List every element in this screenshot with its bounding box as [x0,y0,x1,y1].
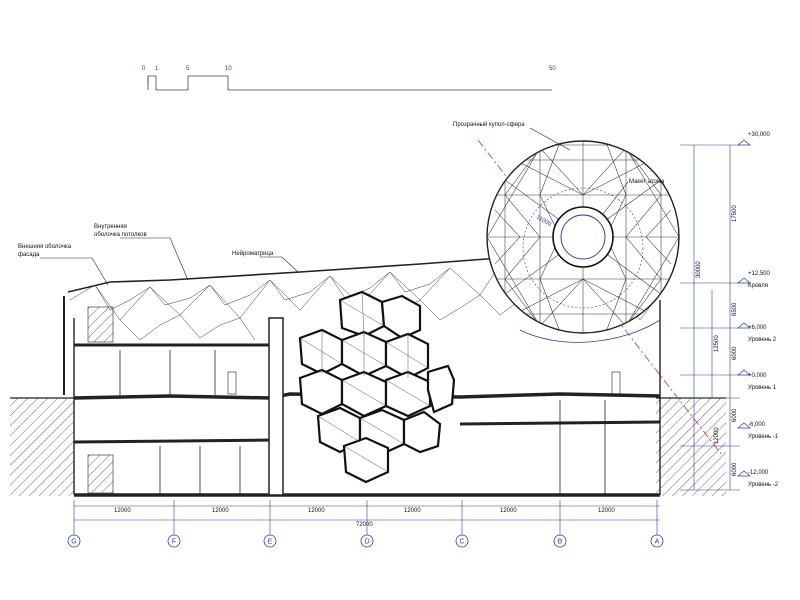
grid-axis-label: A [655,539,660,546]
scale-tick-50: 50 [549,66,556,72]
sphere-dome: 11000 [486,140,680,343]
dim-a: 6500 [732,302,738,316]
bay-dim-2: 12000 [212,508,229,514]
level-value: -6,000 [748,422,766,428]
level-name: Уровень 1 [748,385,777,391]
horizontal-dimensions [73,500,660,535]
dim-mid: 30000 [696,261,702,278]
vertical-dimensions [680,144,740,491]
bay-dim-4: 12000 [404,508,421,514]
dim-top: 17500 [732,205,738,222]
grid-axis-b: B [553,534,567,548]
neuromatrix-cluster [298,290,456,484]
bay-dim-3: 12000 [308,508,325,514]
grid-axis-d: D [360,534,374,548]
grid-axis-a: A [650,534,664,548]
level-name: Уровень 2 [748,337,777,343]
neuromatrix-inner-lines [299,291,431,473]
label-atom-model: Макет атома [629,179,665,185]
level-markers: +30,000 +12,500 Кровля +6,000 Уровень 2 … [737,132,779,488]
scale-tick-5: 5 [186,66,190,72]
vertical-dimension-texts: 17500 30000 6500 12500 6000 6000 12000 6… [696,205,738,476]
grid-axis-label: E [268,539,273,546]
bay-dimension-texts: 12000 12000 12000 12000 12000 12000 7200… [114,508,615,528]
scale-tick-10: 10 [225,66,232,72]
level-marker-0: +30,000 [737,132,771,146]
level-name: Уровень -2 [748,482,779,488]
level-value: +6,000 [748,325,767,331]
label-inner-shell-2: оболочка потолков [94,232,147,238]
building-section [63,254,661,497]
bay-dim-6: 12000 [598,508,615,514]
level-value: -12,000 [748,470,769,476]
label-inner-shell: Внутренняя [94,224,127,230]
scale-tick-0: 0 [142,66,146,72]
dim-d: 6000 [732,408,738,422]
grid-axis-label: C [459,539,464,546]
scale-tick-1: 1 [155,66,159,72]
level-value: +30,000 [748,132,771,138]
bay-dim-5: 12000 [500,508,517,514]
bay-dim-1: 12000 [114,508,131,514]
total-dimension: 72000 [356,522,373,528]
grid-axis-e: E [263,534,277,548]
grid-axis-g: G [67,534,81,548]
grid-axis-label: D [364,539,369,546]
level-marker-4: -6,000 Уровень -1 [737,422,779,440]
dim-b: 12500 [714,335,720,352]
level-marker-2: +6,000 Уровень 2 [737,322,777,343]
label-dome: Прозрачный купол-сфера [453,121,525,128]
level-marker-1: +12,500 Кровля [737,271,771,289]
grid-axis-label: F [172,539,176,546]
level-marker-5: -12,000 Уровень -2 [737,470,779,488]
level-name: Уровень -1 [748,434,779,440]
level-name: Кровля [748,283,768,289]
dim-e: 12000 [714,427,720,444]
annotations: Прозрачный купол-сфера Макет атома Внутр… [18,121,665,286]
grid-axis-f: F [167,534,181,548]
level-value: +12,500 [748,271,771,277]
label-neuromatrix: Нейроматрица [232,250,274,257]
dim-f: 6000 [732,462,738,476]
scale-bar: 0 1 5 10 50 [142,66,556,91]
grid-axis-label: B [558,539,563,546]
dim-c: 6000 [732,346,738,360]
grid-axes: G F E D C B A [67,534,664,548]
grid-axis-label: G [71,539,76,546]
label-outer-shell: Внешняя оболочка [18,244,72,250]
label-outer-shell-2: фасада [18,252,40,258]
grid-axis-c: C [455,534,469,548]
level-marker-3: +0,000 Уровень 1 [737,369,777,391]
level-value: +0,000 [748,373,767,379]
